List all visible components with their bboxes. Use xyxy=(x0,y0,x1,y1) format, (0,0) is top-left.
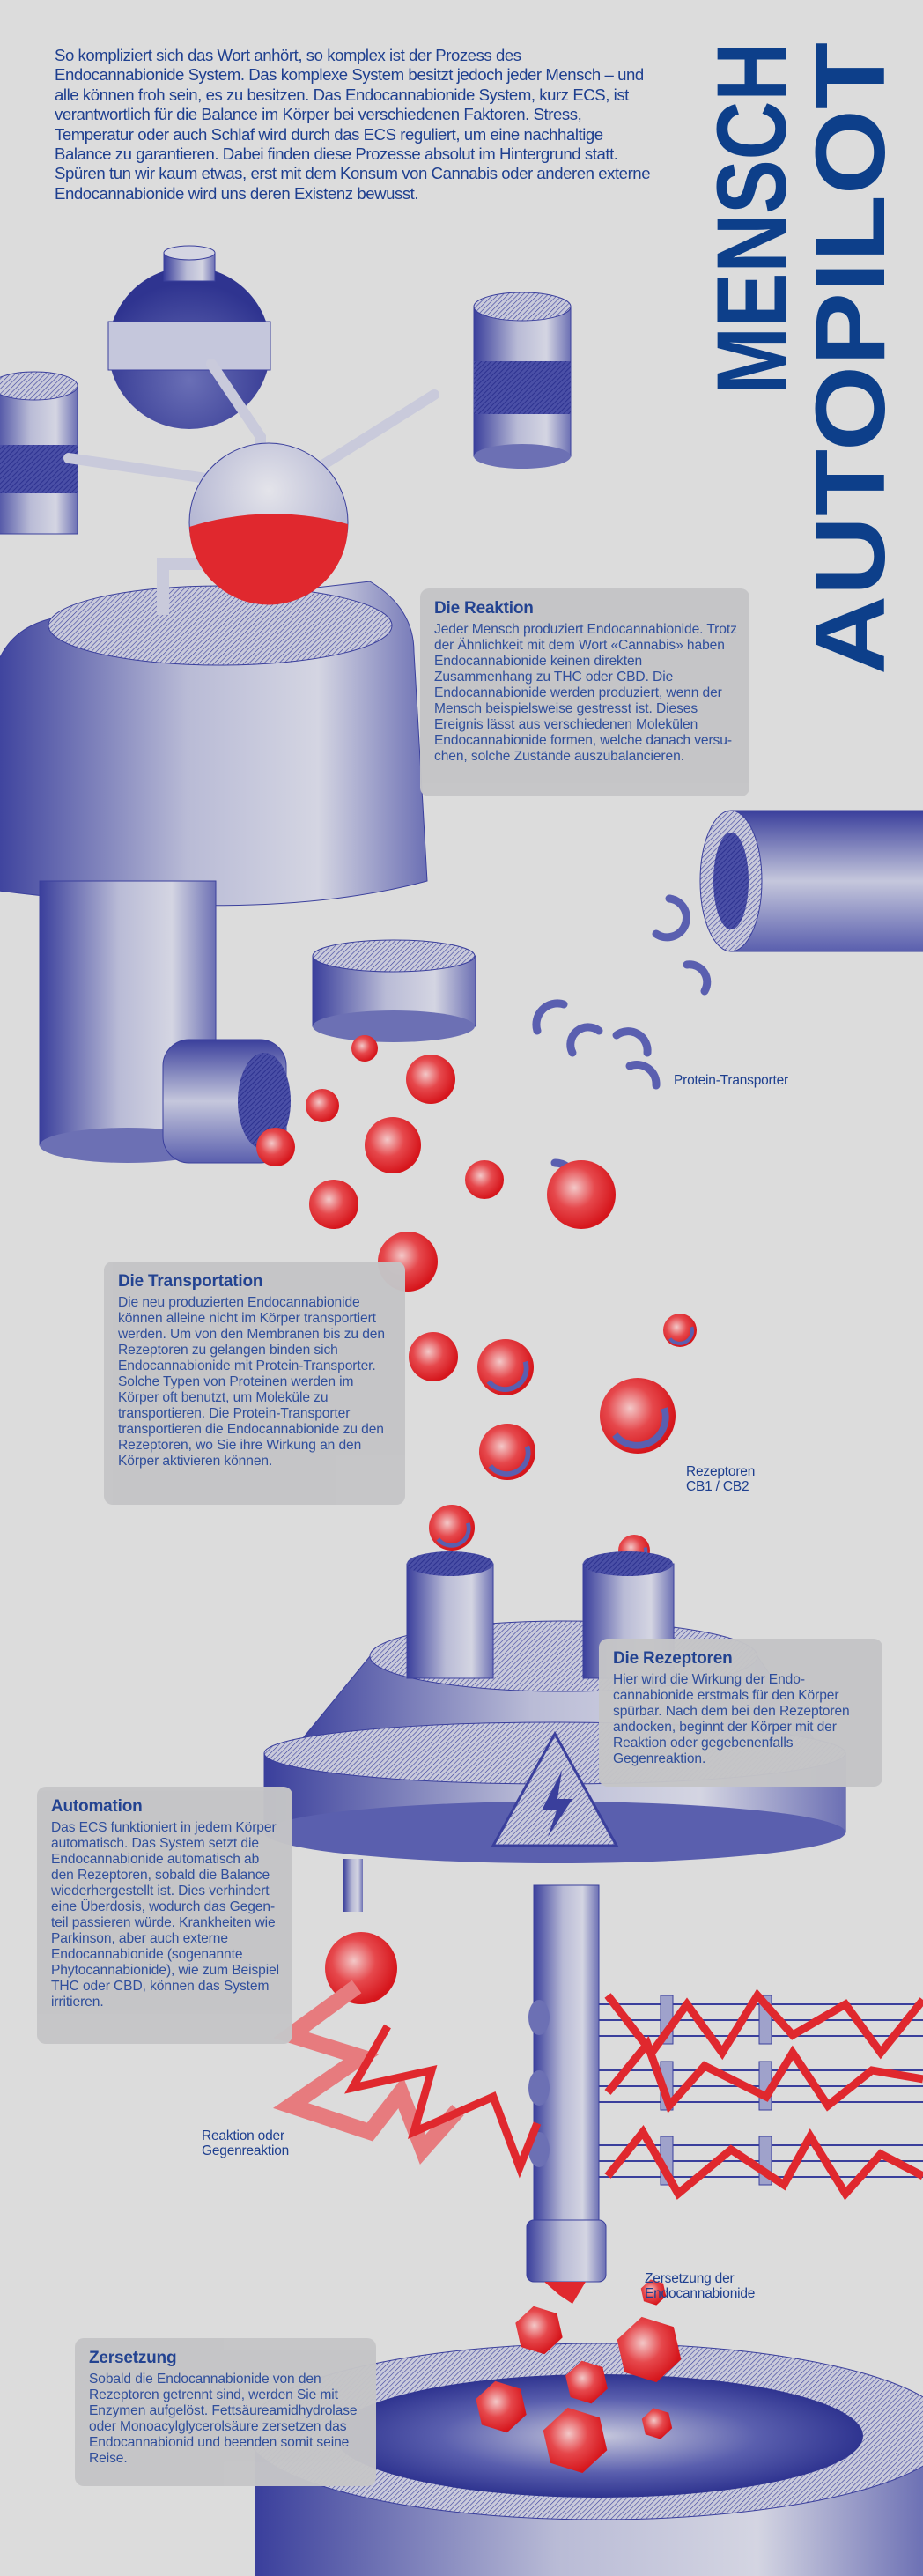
protein-arc xyxy=(668,1326,694,1345)
section-transportation: Die Transportation Die neu produzierten … xyxy=(104,1262,405,1505)
protein-arc xyxy=(625,1060,661,1090)
label-line: Rezeptoren xyxy=(686,1464,756,1479)
section-title: Die Rezeptoren xyxy=(613,1649,733,1668)
label-protein-transporter: Protein-Transporter xyxy=(674,1073,789,1088)
enzyme-fragment xyxy=(617,2316,682,2383)
section-reaktion: Die Reaktion Jeder Mensch produziert End… xyxy=(420,588,749,796)
label-line: Endocannabionide xyxy=(645,2286,756,2301)
reaction-zigzags xyxy=(273,1980,923,2201)
signal-lines xyxy=(599,1995,923,2186)
molecule xyxy=(309,1180,358,1229)
section-text: Hier wird die Wirkung der Endo­cannabion… xyxy=(613,1672,850,1766)
molecule xyxy=(351,1035,378,1062)
top-sphere xyxy=(107,245,271,429)
title-line-2: AUTOPILOT xyxy=(795,42,905,675)
molecule xyxy=(465,1160,504,1199)
enzyme-fragment xyxy=(543,2407,608,2474)
section-text: Sobald die Endocannabionide von den Reze… xyxy=(89,2372,358,2466)
protein-arc xyxy=(486,1360,529,1392)
enzyme-fragment xyxy=(565,2360,608,2404)
enzyme-fragments xyxy=(476,2279,682,2474)
enzyme-fragment xyxy=(640,2279,667,2306)
molecule xyxy=(547,1160,616,1229)
molecule xyxy=(256,1128,295,1166)
section-title: Die Reaktion xyxy=(434,599,534,618)
section-text: Die neu produzierten Endocannabioni­de k… xyxy=(118,1295,385,1469)
label-reaktion: Reaktion oder Gegenreaktion xyxy=(202,2128,289,2158)
enzyme-fragment xyxy=(476,2380,527,2433)
section-text: Das ECS funktioniert in jedem Körper aut… xyxy=(51,1820,280,2010)
molecule xyxy=(325,1932,397,2004)
protein-arc xyxy=(566,1023,603,1057)
left-tank xyxy=(0,371,78,535)
section-automation: Automation Das ECS funktioniert in jedem… xyxy=(37,1787,292,2044)
protein-arc xyxy=(612,1407,669,1449)
protein-arc xyxy=(436,1522,471,1548)
molecule xyxy=(306,1089,339,1122)
intro-text: So kompliziert sich das Wort anhört, so … xyxy=(55,46,651,203)
label-line: Reaktion oder xyxy=(202,2128,284,2143)
right-pipe xyxy=(699,810,923,952)
protein-transporters xyxy=(532,894,712,1189)
title-line-1: MENSCH xyxy=(697,42,807,395)
protein-arc xyxy=(488,1445,531,1477)
protein-arc xyxy=(652,894,690,942)
protein-arc xyxy=(612,1027,652,1057)
molecule xyxy=(409,1332,458,1381)
molecule xyxy=(406,1055,455,1104)
protein-arc xyxy=(683,960,712,996)
section-text: Jeder Mensch produziert Endocannabio­nid… xyxy=(434,622,737,764)
enzyme-fragment xyxy=(641,2408,673,2439)
endocannabionide-molecules xyxy=(256,1035,697,2004)
section-title: Die Transportation xyxy=(118,1272,263,1291)
section-title: Automation xyxy=(51,1797,143,1816)
reaction-machine xyxy=(0,442,476,1164)
section-title: Zersetzung xyxy=(89,2349,177,2367)
label-line: Zersetzung der xyxy=(645,2271,735,2286)
enzyme-fragment xyxy=(515,2306,563,2355)
label-line: CB1 / CB2 xyxy=(686,1479,749,1494)
molecule xyxy=(365,1117,421,1173)
label-line: Gegenreaktion xyxy=(202,2143,290,2158)
right-tank xyxy=(473,292,572,469)
label-rezeptoren: Rezeptoren CB1 / CB2 xyxy=(686,1464,755,1494)
section-rezeptoren: Die Rezeptoren Hier wird die Wirkung der… xyxy=(599,1639,882,1787)
page-title: MENSCH AUTOPILOT xyxy=(697,42,905,675)
protein-arc xyxy=(532,999,568,1035)
section-zersetzung: Zersetzung Sobald die Endocannabionide v… xyxy=(75,2338,376,2486)
label-zersetzung: Zersetzung der Endocannabionide xyxy=(645,2271,755,2301)
